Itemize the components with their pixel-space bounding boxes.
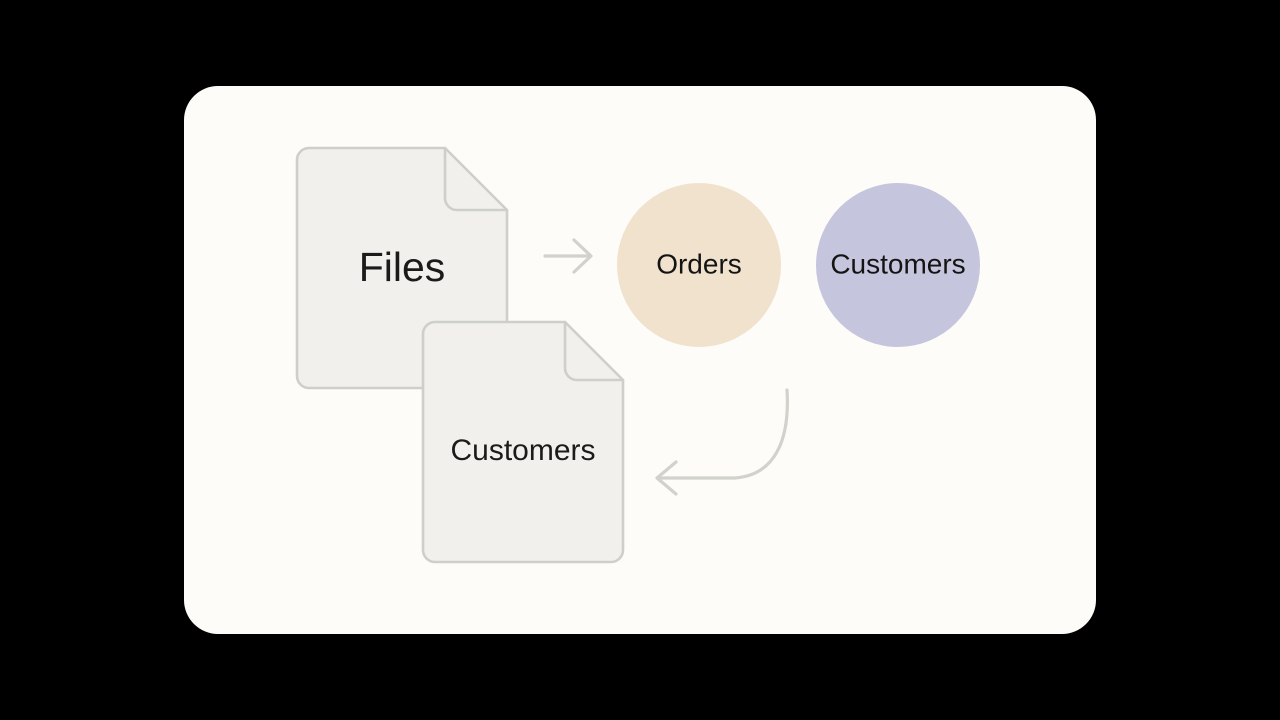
customers-circle[interactable]	[816, 183, 980, 347]
venn-diagram: Orders Customers	[617, 183, 980, 347]
venn-to-customers-doc-arrow-icon	[655, 388, 789, 496]
files-to-venn-arrow-icon	[543, 238, 593, 274]
files-document-fold-icon	[443, 146, 509, 212]
files-document-label: Files	[359, 244, 446, 290]
customers-document-fold-icon	[563, 320, 625, 382]
orders-circle[interactable]	[617, 183, 781, 347]
customers-document-label: Customers	[450, 434, 595, 467]
customers-circle-label: Customers	[830, 248, 965, 279]
orders-circle-label: Orders	[656, 248, 742, 279]
customers-document-body	[421, 320, 625, 564]
customers-document[interactable]: Customers	[421, 320, 625, 564]
